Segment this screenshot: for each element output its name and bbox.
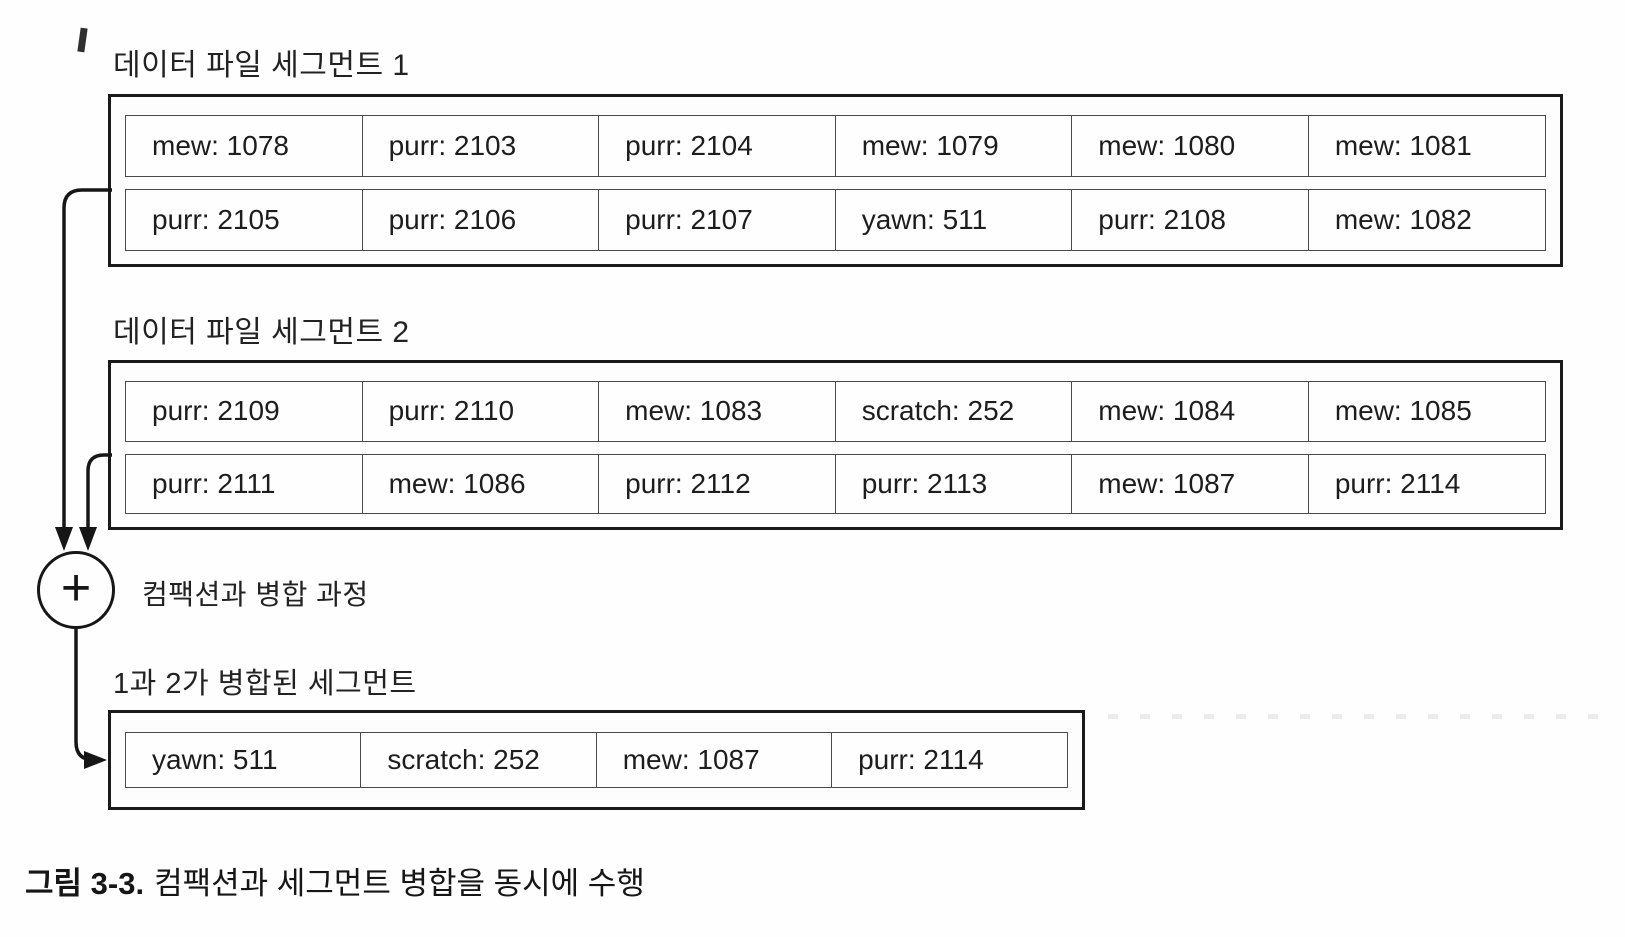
- record-cell: purr: 2104: [598, 115, 837, 177]
- record-cell: purr: 2112: [598, 453, 837, 514]
- record-cell: purr: 2114: [1307, 453, 1546, 514]
- record-cell: mew: 1087: [595, 732, 833, 788]
- record-cell: purr: 2106: [361, 189, 600, 251]
- plus-icon: +: [60, 559, 92, 617]
- record-cell: purr: 2108: [1071, 189, 1310, 251]
- segment1-row-1: mew: 1078 purr: 2103 purr: 2104 mew: 107…: [125, 115, 1546, 177]
- merged-segment-title: 1과 2가 병합된 세그먼트: [113, 668, 417, 700]
- arrow-segment1-to-plus: [62, 188, 112, 529]
- arrowhead-segment2-icon: [79, 527, 97, 551]
- scan-artifact: [1108, 714, 1608, 719]
- segment2-row-2: purr: 2111 mew: 1086 purr: 2112 purr: 21…: [125, 453, 1546, 514]
- record-cell: mew: 1086: [361, 453, 600, 514]
- arrowhead-merged-icon: [84, 751, 107, 769]
- merged-segment-box: yawn: 511 scratch: 252 mew: 1087 purr: 2…: [108, 710, 1085, 810]
- record-cell: purr: 2111: [125, 453, 364, 514]
- record-cell: purr: 2110: [361, 381, 600, 442]
- record-cell: yawn: 511: [125, 732, 362, 788]
- record-cell: purr: 2105: [125, 189, 364, 251]
- scan-speck: [77, 27, 88, 53]
- segment1-row-2: purr: 2105 purr: 2106 purr: 2107 yawn: 5…: [125, 189, 1546, 251]
- record-cell: purr: 2103: [361, 115, 600, 177]
- record-cell: mew: 1080: [1071, 115, 1310, 177]
- merge-process-label: 컴팩션과 병합 과정: [142, 579, 369, 610]
- record-cell: mew: 1085: [1307, 381, 1546, 442]
- record-cell: scratch: 252: [834, 381, 1073, 442]
- arrowhead-segment1-icon: [55, 527, 73, 551]
- record-cell: mew: 1083: [598, 381, 837, 442]
- segment2-box: purr: 2109 purr: 2110 mew: 1083 scratch:…: [108, 360, 1563, 530]
- record-cell: mew: 1082: [1307, 189, 1546, 251]
- record-cell: mew: 1079: [834, 115, 1073, 177]
- segment2-row-1: purr: 2109 purr: 2110 mew: 1083 scratch:…: [125, 381, 1546, 442]
- record-cell: yawn: 511: [834, 189, 1073, 251]
- plus-merge-node: +: [37, 551, 115, 629]
- merged-segment-row: yawn: 511 scratch: 252 mew: 1087 purr: 2…: [125, 732, 1069, 788]
- arrow-plus-to-merged: [74, 629, 95, 762]
- record-cell: mew: 1084: [1071, 381, 1310, 442]
- record-cell: mew: 1081: [1307, 115, 1546, 177]
- figure-caption: 그림 3-3. 컴팩션과 세그먼트 병합을 동시에 수행: [25, 858, 645, 903]
- segment1-title: 데이터 파일 세그먼트 1: [113, 49, 410, 82]
- record-cell: purr: 2113: [834, 453, 1073, 514]
- record-cell: purr: 2114: [831, 732, 1069, 788]
- figure-number: 그림 3-3.: [25, 866, 145, 901]
- record-cell: purr: 2107: [598, 189, 837, 251]
- segment1-box: mew: 1078 purr: 2103 purr: 2104 mew: 107…: [108, 94, 1563, 267]
- record-cell: mew: 1078: [125, 115, 364, 177]
- record-cell: purr: 2109: [125, 381, 364, 442]
- record-cell: mew: 1087: [1071, 453, 1310, 514]
- record-cell: scratch: 252: [360, 732, 598, 788]
- segment2-title: 데이터 파일 세그먼트 2: [113, 316, 410, 349]
- figure-caption-text: 컴팩션과 세그먼트 병합을 동시에 수행: [154, 866, 645, 901]
